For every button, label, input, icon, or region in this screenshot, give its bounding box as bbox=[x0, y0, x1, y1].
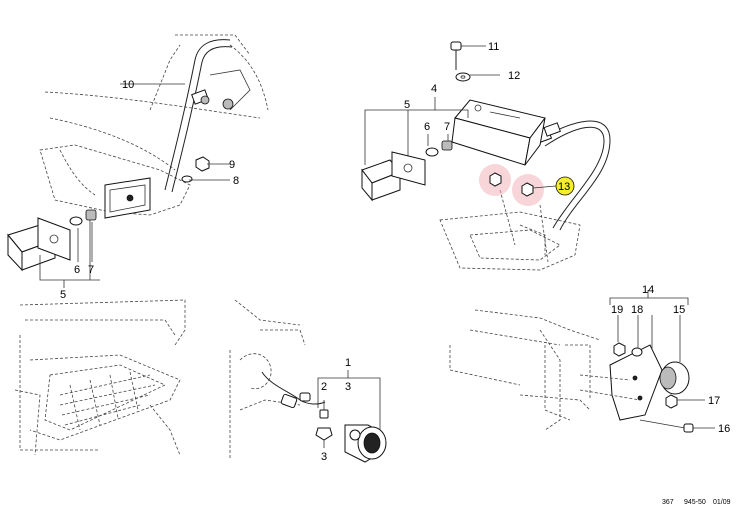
callout-6-right: 6 bbox=[424, 121, 430, 133]
bottom-left-step bbox=[14, 299, 186, 456]
callout-4: 4 bbox=[431, 83, 437, 95]
top-right-assembly bbox=[361, 41, 611, 271]
callout-16: 18 bbox=[631, 304, 643, 316]
step-grid bbox=[59, 371, 156, 431]
callout-5-left: 5 bbox=[60, 289, 66, 301]
bottom-right-assembly bbox=[449, 290, 715, 433]
callout-3-upper: 3 bbox=[345, 381, 351, 393]
callout-12: 12 bbox=[508, 70, 520, 82]
callout-1: 1 bbox=[345, 357, 351, 369]
callout-18: 16 bbox=[718, 423, 730, 435]
callout-2: 2 bbox=[321, 381, 327, 393]
callout-14: 14 bbox=[642, 284, 654, 296]
callout-15: 15 bbox=[673, 304, 685, 316]
footer-ref: 945-50 bbox=[684, 499, 706, 506]
callout-3-lower: 3 bbox=[321, 451, 327, 463]
bottom-middle-assembly bbox=[229, 299, 387, 463]
callout-labels: 10 9 8 6 7 5 11 12 4 5 6 7 13 1 2 3 3 14… bbox=[60, 41, 730, 463]
footer-date: 01/09 bbox=[713, 499, 731, 506]
callout-11: 11 bbox=[488, 41, 499, 53]
callout-9: 9 bbox=[229, 159, 235, 171]
callout-13: 13 bbox=[558, 181, 570, 193]
callout-7-right: 7 bbox=[444, 121, 450, 133]
callout-5-right: 5 bbox=[404, 99, 410, 111]
callout-6-left: 6 bbox=[74, 264, 80, 276]
diagram-footer: 367 945-50 01/09 bbox=[662, 499, 731, 506]
top-left-assembly bbox=[7, 34, 269, 288]
callout-17: 19 bbox=[611, 304, 623, 316]
callout-8: 8 bbox=[233, 175, 239, 187]
callout-10: 10 bbox=[122, 79, 134, 91]
footer-code: 367 bbox=[662, 499, 674, 506]
callout-badge-13 bbox=[555, 176, 575, 196]
callout-7-left: 7 bbox=[88, 264, 94, 276]
callout-19: 17 bbox=[708, 395, 720, 407]
